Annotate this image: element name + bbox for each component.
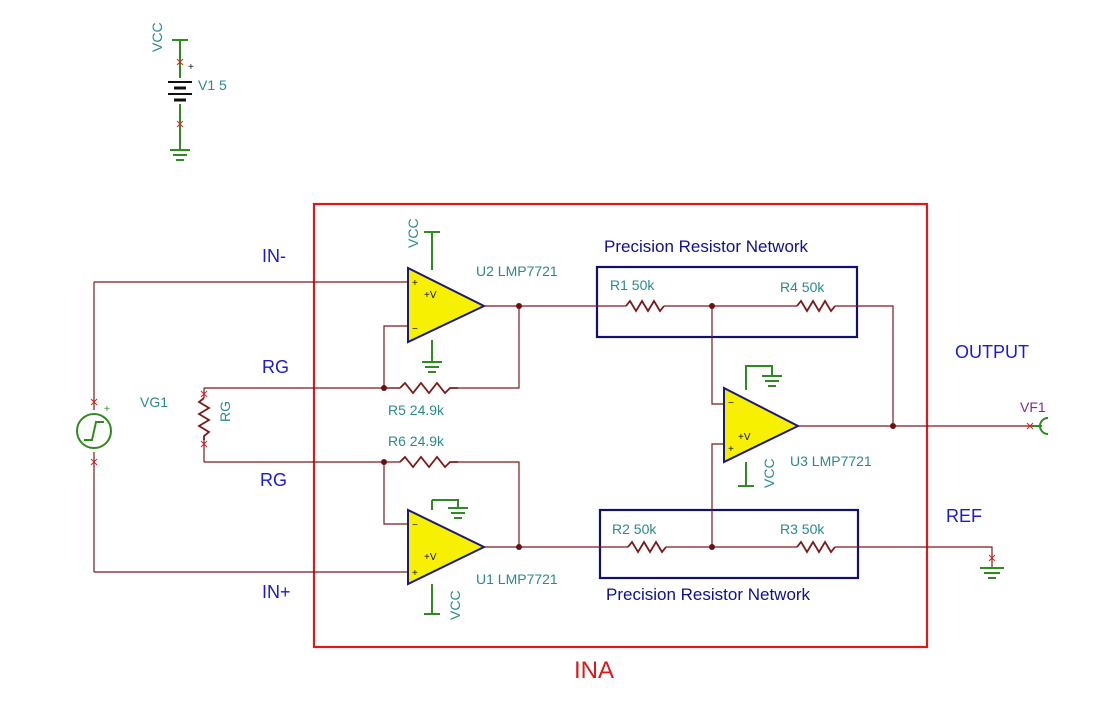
r5-label: R5 24.9k [388, 402, 445, 418]
u2-plus-v: +V [424, 290, 437, 301]
rg-bottom-label: RG [260, 470, 287, 490]
in-minus-label: IN- [262, 246, 286, 266]
r1-label: R1 50k [610, 277, 655, 293]
ina-label: INA [574, 657, 614, 684]
bottom-resistor-network [598, 508, 860, 580]
top-network-title: Precision Resistor Network [604, 237, 809, 256]
u2-vcc-label: VCC [405, 218, 421, 248]
opamp-u1[interactable] [407, 499, 487, 615]
u3-vcc-label: VCC [761, 458, 777, 488]
u2-plus-sign: + [412, 278, 418, 289]
v1-label: V1 5 [198, 77, 227, 93]
resistor-r2[interactable] [627, 540, 667, 554]
u3-plus-sign: + [728, 444, 734, 455]
rg-resistor-label: RG [217, 401, 233, 422]
opamp-u2[interactable] [407, 231, 487, 373]
ref-ground [980, 567, 1004, 579]
signal-generator-vg1[interactable] [76, 413, 112, 449]
r4-label: R4 50k [780, 279, 825, 295]
u2-label: U2 LMP7721 [476, 263, 558, 279]
top-resistor-network [595, 265, 859, 339]
pin-markers [90, 58, 1034, 562]
resistor-r3[interactable] [796, 540, 836, 554]
junctions [381, 303, 896, 550]
v1-plus-sign: + [188, 62, 194, 73]
vf1-label: VF1 [1020, 399, 1046, 415]
u3-plus-v: +V [738, 432, 751, 443]
r6-label: R6 24.9k [388, 433, 445, 449]
u1-plus-sign: + [412, 568, 418, 579]
u1-vcc-label: VCC [447, 590, 463, 620]
v1-vcc-label: VCC [149, 22, 165, 52]
u1-minus-sign: − [412, 520, 418, 531]
u1-label: U1 LMP7721 [476, 571, 558, 587]
u1-plus-v: +V [424, 552, 437, 563]
resistor-r4[interactable] [796, 299, 836, 313]
rg-top-label: RG [262, 357, 289, 377]
u3-label: U3 LMP7721 [790, 453, 872, 469]
r3-label: R3 50k [780, 521, 825, 537]
u3-minus-sign: − [728, 398, 734, 409]
vg1-label: VG1 [140, 394, 168, 410]
v1-supply[interactable] [168, 39, 192, 161]
in-plus-label: IN+ [262, 582, 291, 602]
resistor-r1[interactable] [625, 299, 665, 313]
r2-label: R2 50k [612, 521, 657, 537]
probe-vf1[interactable] [1030, 417, 1049, 435]
vg1-plus-sign: + [104, 404, 110, 415]
resistor-rg[interactable] [197, 397, 211, 440]
u2-minus-sign: − [412, 324, 418, 335]
output-label: OUTPUT [955, 342, 1029, 362]
bottom-network-title: Precision Resistor Network [606, 585, 811, 604]
resistor-r5[interactable] [399, 381, 458, 395]
resistor-r6[interactable] [399, 455, 458, 469]
wires [93, 281, 1040, 573]
ref-label: REF [946, 506, 982, 526]
opamp-u3[interactable] [723, 365, 801, 487]
